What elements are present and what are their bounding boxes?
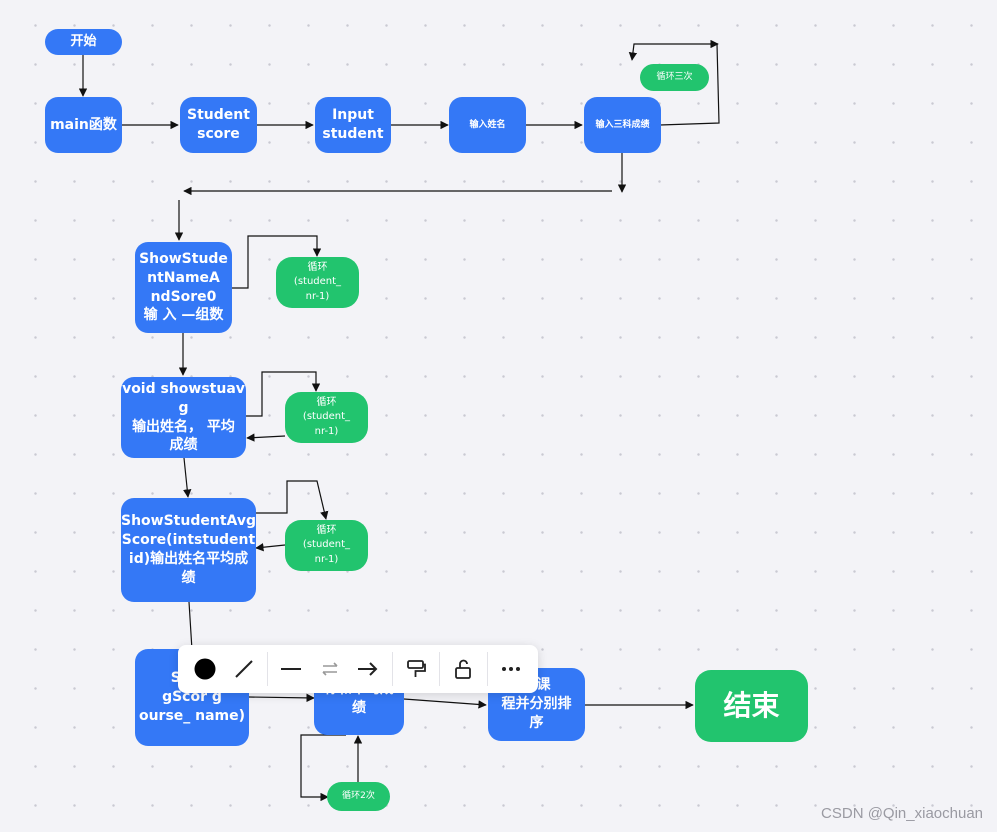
show-student-name-score-node[interactable]: ShowStude ntNameA ndSore0 输 入 —组数 <box>135 242 232 333</box>
lock-button[interactable] <box>444 649 483 689</box>
line-style-button[interactable] <box>225 649 264 689</box>
format-painter-button[interactable] <box>397 649 436 689</box>
start-node[interactable]: 开始 <box>45 29 122 55</box>
input-student-node[interactable]: Input student <box>315 97 391 153</box>
input-name-node[interactable]: 输入姓名 <box>449 97 526 153</box>
loop3-connector-out <box>256 480 329 520</box>
loop1-connector <box>232 235 322 289</box>
loop2-connector-back <box>246 433 286 442</box>
showstuavg-node[interactable]: void showstuavg 输出姓名， 平均 成绩 <box>121 377 246 458</box>
loop-three-node[interactable]: 循环三次 <box>640 64 709 91</box>
solid-line-icon <box>281 668 302 670</box>
loop-node-2[interactable]: 循环 (student_ nr-1) <box>285 392 368 443</box>
loop-twice-connector-out <box>300 734 346 802</box>
toolbar-divider <box>267 652 268 686</box>
diagonal-line-icon <box>235 660 253 678</box>
student-score-node[interactable]: Student score <box>180 97 257 153</box>
toolbar-divider <box>391 652 393 686</box>
more-button[interactable] <box>491 649 530 689</box>
floating-toolbar <box>178 645 538 693</box>
loop2-connector-out <box>246 371 321 417</box>
right-arrow-icon <box>358 662 378 676</box>
unlock-icon <box>455 659 472 679</box>
input-scores-node[interactable]: 输入三科成绩 <box>584 97 661 153</box>
main-function-node[interactable]: main函数 <box>45 97 122 153</box>
format-painter-icon <box>406 660 426 677</box>
loop3-connector-back <box>255 543 286 552</box>
loop-node-3[interactable]: 循环 (student_ nr-1) <box>285 520 368 571</box>
toolbar-divider <box>486 652 488 686</box>
show-student-avg-score-node[interactable]: ShowStudentAvg Score(intstudent id)输出姓名平… <box>121 498 256 602</box>
double-arrow-icon <box>322 662 338 676</box>
loop-node-1[interactable]: 循环 (student_ nr-1) <box>276 257 359 308</box>
fill-color-button[interactable] <box>186 649 225 689</box>
loop-twice-node[interactable]: 循环2次 <box>327 782 390 811</box>
watermark: CSDN @Qin_xiaochuan <box>821 805 983 822</box>
toolbar-divider <box>439 652 440 686</box>
end-node[interactable]: 结束 <box>695 670 808 742</box>
arrow-style-button[interactable] <box>349 649 388 689</box>
filled-circle-icon <box>194 658 216 680</box>
more-dots-icon <box>501 667 520 671</box>
connector-style-button[interactable] <box>311 649 350 689</box>
arrow-avg-sort <box>403 698 487 709</box>
arrow-course-avg <box>248 693 315 703</box>
solid-line-button[interactable] <box>272 649 311 689</box>
arrow-avgscore-course <box>188 601 193 651</box>
arrow-stuavg-avgscore <box>183 457 192 498</box>
